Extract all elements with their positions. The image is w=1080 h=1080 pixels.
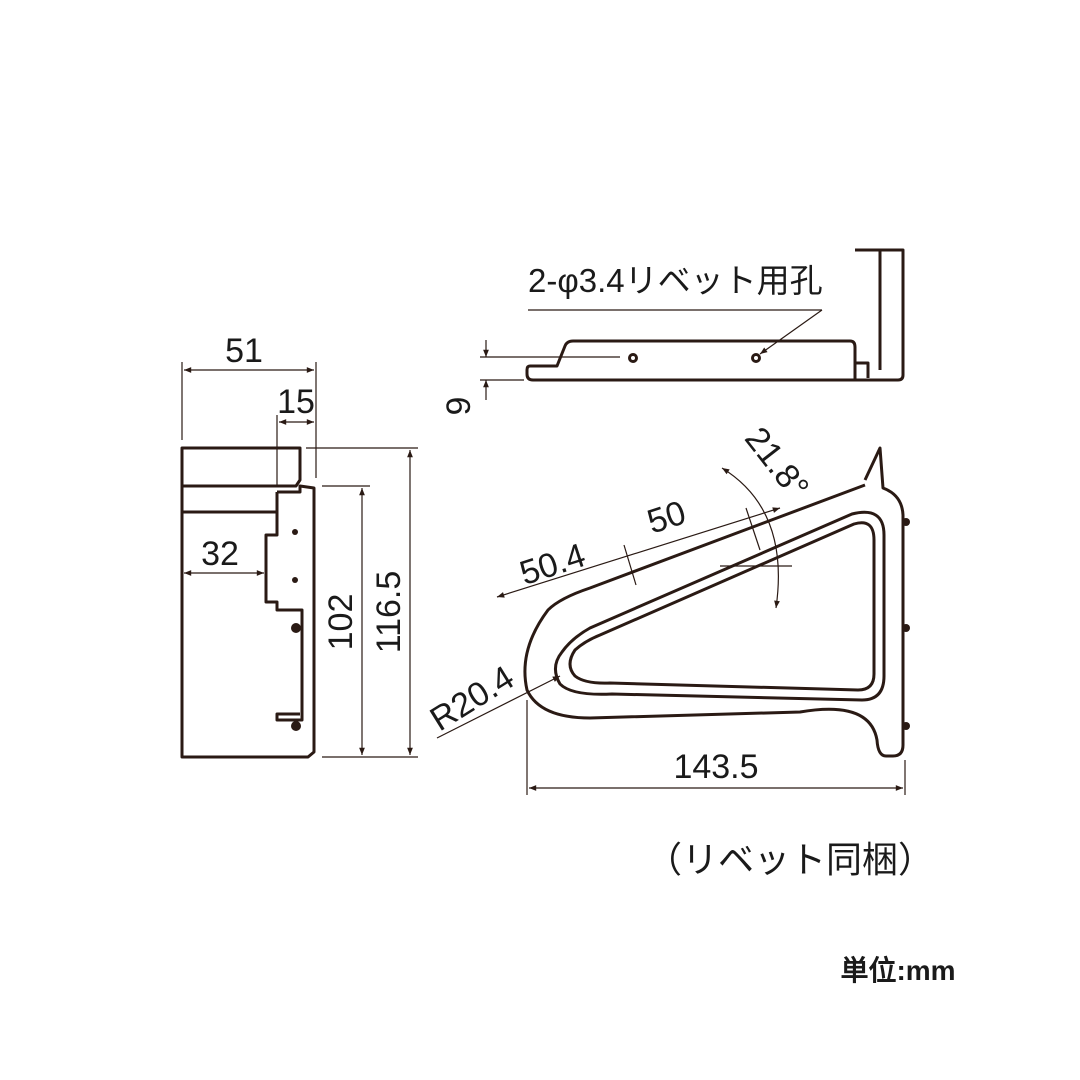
hole-note: 2-φ3.4リベット用孔 (528, 262, 823, 299)
dim-width-plate: 15 (277, 383, 315, 421)
dim-depth: 32 (201, 535, 239, 573)
dim-thickness: 9 (440, 397, 478, 416)
dim-height-total: 116.5 (370, 571, 408, 654)
dim-length-total: 143.5 (673, 748, 758, 786)
dim-radius: R20.4 (424, 659, 521, 739)
dim-width-total: 51 (225, 332, 263, 370)
unit-label: 単位:mm (840, 954, 955, 986)
rivet-note: （リベット同梱） (646, 839, 934, 880)
dim-height-inner: 102 (322, 594, 360, 651)
dim-length-a: 50.4 (515, 536, 590, 593)
top-view: 2-φ3.4リベット用孔 9 (440, 248, 905, 416)
side-view: 50.4 50 21.8° R20.4 143.5 (424, 420, 910, 795)
dim-angle: 21.8° (737, 420, 816, 506)
dim-length-b: 50 (643, 494, 691, 542)
front-view: 51 15 32 102 116.5 (180, 332, 418, 759)
